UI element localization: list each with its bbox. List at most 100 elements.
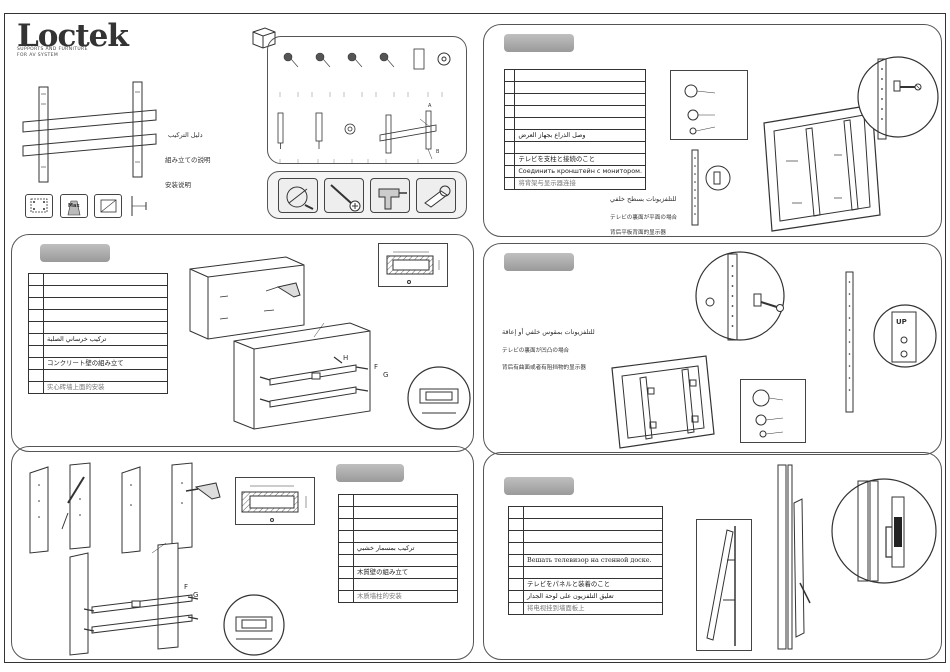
part-label-b: B — [436, 149, 440, 155]
step-panel-bottom-left: تركيب بمسمار خشبي 木質壁の組み立て 木质墙柱的安装 — [11, 446, 474, 660]
table-row — [523, 530, 663, 543]
up-direction-magnifier — [873, 304, 937, 368]
table-row: テレビをパネルと装着のこと — [523, 578, 663, 591]
table-row — [353, 554, 458, 567]
table-row: コンクリート壁の組み立て — [43, 357, 168, 370]
concrete-wall-bracket-illustration — [233, 322, 371, 430]
table-row: テレビを支柱と接続のこと — [514, 153, 646, 166]
wood-drill-depth-callout — [235, 477, 315, 525]
vesa-callout-box — [670, 70, 748, 140]
wood-bracket-detail-magnifier — [223, 594, 285, 656]
table-row — [514, 93, 646, 106]
wood-stud-marking-illustration — [29, 462, 91, 554]
tilt-angle-icon — [94, 194, 122, 218]
table-row — [514, 81, 646, 94]
mid-right-chinese-caption: 背后有曲面或者有阻挡物的显示器 — [502, 365, 586, 371]
table-row — [43, 369, 168, 382]
table-row — [514, 69, 646, 82]
cover-title-japanese: 組み立ての説明 — [165, 156, 211, 164]
bottom-left-label-f: F — [184, 583, 189, 591]
monitor-back-illustration — [763, 104, 881, 232]
wall-distance-icon — [128, 194, 152, 218]
table-row — [514, 117, 646, 130]
tv-hanging-side-view — [696, 519, 752, 651]
drill-depth-callout — [378, 243, 448, 287]
table-row: Соединить кронштейн с монитором. — [514, 165, 646, 178]
language-table-top-right: وصل الذراع بجهاز العرض テレビを支柱と接続のこと Соед… — [503, 69, 646, 190]
table-row — [523, 566, 663, 579]
table-row — [523, 542, 663, 555]
step-header-pill — [336, 464, 404, 482]
curved-monitor-illustration — [611, 355, 715, 449]
table-row — [523, 506, 663, 519]
step-header-pill — [504, 477, 574, 495]
cover-title-arabic: دليل التركيب — [168, 131, 203, 139]
brand-tagline: SUPPORTS AND FURNITURE FOR AV SYSTEM — [17, 47, 88, 58]
cover-bracket-illustration — [22, 81, 157, 183]
arm-screw-magnifier — [695, 251, 785, 341]
step-panel-top-right: وصل الذراع بجهاز العرض テレビを支柱と接続のこと Соед… — [483, 24, 942, 237]
max-load-icon: Max — [60, 194, 88, 218]
language-table-mid-left: تركيب خرساني الصلبة コンクリート壁の組み立て 实心砖墙上面的… — [28, 273, 168, 394]
concrete-wall-drill-illustration — [189, 256, 305, 340]
table-row — [353, 530, 458, 543]
table-row: 将电视挂到墙面板上 — [523, 602, 663, 615]
step-header-pill — [40, 244, 110, 262]
screw-detail-magnifier — [857, 56, 939, 140]
step-panel-bottom-right: Вешать телевизор на стенной доске. テレビをパ… — [483, 452, 942, 660]
table-row: 实心砖墙上面的安装 — [43, 381, 168, 394]
bracket-detail-magnifier — [407, 366, 471, 430]
table-row: Вешать телевизор на стенной доске. — [523, 554, 663, 567]
hook-detail-magnifier — [831, 478, 937, 584]
table-row — [353, 518, 458, 531]
table-row — [43, 321, 168, 334]
table-row — [514, 105, 646, 118]
wood-wall-bracket-illustration — [69, 542, 199, 656]
parts-panel: A B — [267, 36, 467, 164]
table-row: وصل الذراع بجهاز العرض — [514, 129, 646, 142]
cover-title-chinese: 安装说明 — [165, 181, 191, 189]
mid-left-label-g: G — [383, 371, 389, 379]
brand-logo: Loctek — [17, 18, 129, 54]
table-row — [43, 345, 168, 358]
table-row: 木质墙柱的安装 — [353, 590, 458, 603]
up-direction-label: UP — [896, 318, 907, 326]
table-row: 将背架与显示器连接 — [514, 177, 646, 190]
drill-icon — [370, 178, 410, 213]
level-tool-icon — [278, 178, 318, 213]
max-load-label: Max — [68, 203, 80, 209]
top-right-chinese-caption: 背后平板背面的显示器 — [610, 230, 666, 236]
top-right-japanese-caption: テレビの裏面が平面の場合 — [610, 215, 678, 221]
vertical-arm-up-illustration — [845, 271, 854, 413]
mid-left-label-h: H — [343, 354, 349, 362]
tv-on-wall-side-view — [777, 464, 811, 650]
vesa-pattern-icon — [25, 194, 53, 218]
table-row — [43, 297, 168, 310]
table-row — [43, 273, 168, 286]
bottom-left-label-g: G — [193, 591, 199, 599]
step-panel-mid-right: للتلفزيونات بمقوس خلفي أو إعاقة テレビの裏面が凹… — [483, 243, 942, 455]
mid-left-label-f: F — [374, 363, 379, 371]
table-row — [353, 494, 458, 507]
table-row: تركيب خرساني الصلبة — [43, 333, 168, 346]
step-header-pill — [504, 253, 574, 271]
wood-stud-drill-illustration — [121, 462, 221, 554]
screwdriver-icon — [324, 178, 364, 213]
table-row — [353, 506, 458, 519]
vertical-arm-illustration — [691, 149, 731, 226]
table-row: 木質壁の組み立て — [353, 566, 458, 579]
step-header-pill — [504, 34, 574, 52]
language-table-bottom-left: تركيب بمسمار خشبي 木質壁の組み立て 木质墙柱的安装 — [338, 494, 458, 603]
language-table-bottom-right: Вешать телевизор на стенной доске. テレビをパ… — [508, 506, 663, 615]
mid-right-japanese-caption: テレビの裏面が凹凸の場合 — [502, 348, 570, 354]
wrench-icon — [416, 178, 456, 213]
mid-right-arabic-caption: للتلفزيونات بمقوس خلفي أو إعاقة — [502, 328, 595, 336]
table-row — [523, 518, 663, 531]
table-row — [43, 309, 168, 322]
table-row — [514, 141, 646, 154]
table-row: تعليق التلفزيون على لوحة الجدار — [523, 590, 663, 603]
instruction-sheet: Loctek SUPPORTS AND FURNITURE FOR AV SYS… — [4, 13, 946, 663]
table-row — [353, 578, 458, 591]
table-row: تركيب بمسمار خشبي — [353, 542, 458, 555]
top-right-arabic-caption: للتلفزيونات بسطح خلفي — [610, 195, 677, 203]
